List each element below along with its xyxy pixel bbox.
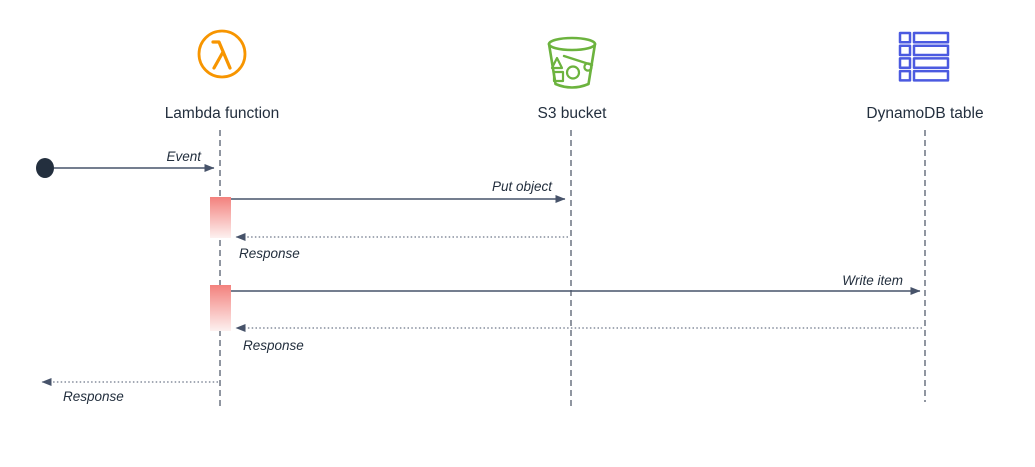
message-response-dynamodb: Response bbox=[235, 324, 922, 353]
aws-lambda-icon bbox=[197, 29, 247, 79]
message-response-s3: Response bbox=[235, 233, 568, 261]
message-put-object-label: Put object bbox=[492, 179, 553, 194]
activation-bar-2 bbox=[210, 285, 231, 331]
message-response-s3-label: Response bbox=[239, 246, 300, 261]
message-write-item-label: Write item bbox=[842, 273, 903, 288]
participant-dynamodb: DynamoDB table bbox=[866, 31, 984, 122]
message-event: Event bbox=[54, 149, 215, 172]
participant-label-lambda: Lambda function bbox=[165, 105, 280, 122]
participant-s3: S3 bucket bbox=[538, 36, 608, 122]
activation-bar-1 bbox=[210, 197, 231, 238]
message-response-final-label: Response bbox=[63, 389, 124, 404]
message-response-final: Response bbox=[41, 378, 218, 404]
aws-dynamodb-table-icon bbox=[898, 31, 950, 82]
aws-s3-bucket-icon bbox=[547, 36, 597, 89]
message-put-object: Put object bbox=[231, 179, 566, 203]
participant-label-s3: S3 bucket bbox=[538, 105, 608, 122]
start-node-circle bbox=[36, 158, 54, 178]
message-write-item: Write item bbox=[231, 273, 921, 295]
message-response-dynamodb-label: Response bbox=[243, 338, 304, 353]
participant-lambda: Lambda function bbox=[165, 29, 280, 122]
participant-label-dynamodb: DynamoDB table bbox=[866, 105, 983, 122]
message-event-label: Event bbox=[166, 149, 202, 164]
